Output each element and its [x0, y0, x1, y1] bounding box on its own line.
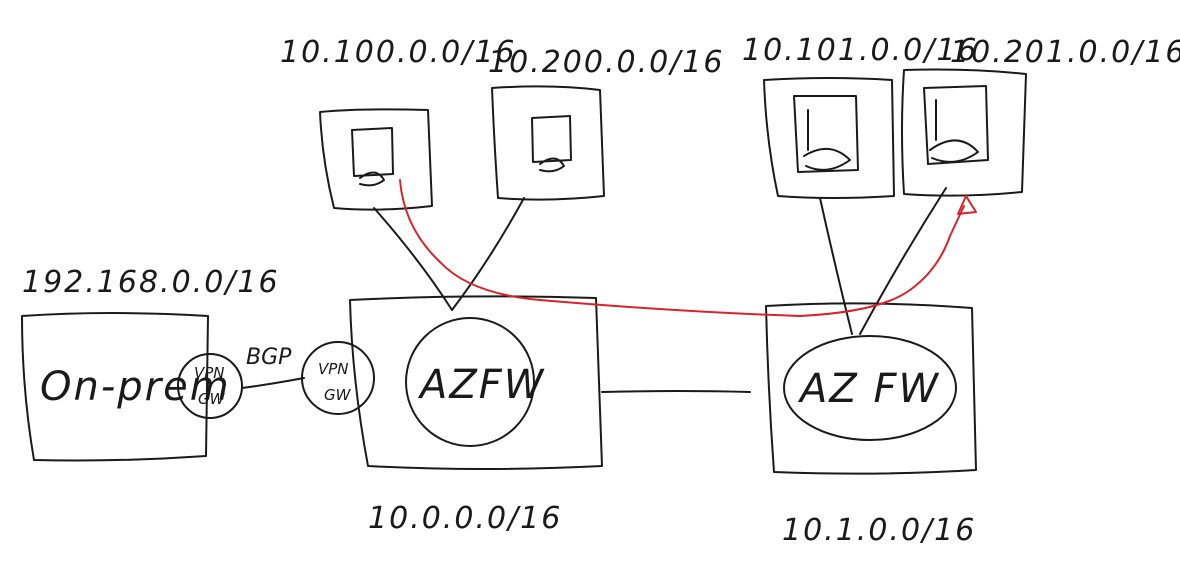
spoke-4-cidr: 10.201.0.0/16 — [950, 35, 1180, 70]
onprem-label: On-prem — [40, 364, 231, 410]
onprem-cidr: 192.168.0.0/16 — [22, 265, 280, 300]
arrow-head-icon — [957, 195, 977, 215]
vpn-gw-label: GW — [324, 386, 352, 404]
spoke-vnet-4 — [901, 68, 1027, 197]
traffic-path — [399, 179, 977, 317]
hub1-cidr: 10.0.0.0/16 — [368, 501, 562, 536]
spoke-2-cidr: 10.200.0.0/16 — [488, 45, 725, 80]
hub1-vpn-gateway: VPN GW — [301, 341, 375, 415]
onprem-vpn-gateway: VPN GW — [177, 353, 243, 419]
vpn-gw-label: GW — [198, 390, 226, 408]
hub2-cidr: 10.1.0.0/16 — [782, 513, 976, 548]
vpn-gw-label: VPN — [318, 360, 349, 378]
vm-icon — [531, 115, 572, 173]
firewall-label: AZ FW — [797, 366, 940, 412]
vpn-gw-label: VPN — [194, 364, 225, 382]
bgp-link — [241, 377, 305, 389]
hub-peering-line — [601, 390, 751, 393]
firewall-label: AZFW — [417, 362, 545, 408]
azure-firewall-1: AZFW — [405, 317, 545, 447]
peering-line — [373, 207, 453, 311]
hub-vnet-2: AZ FW — [765, 302, 977, 475]
peering-line — [819, 197, 853, 335]
spoke-1-cidr: 10.100.0.0/16 — [280, 35, 517, 70]
peering-line — [451, 197, 525, 311]
spoke-vnet-1 — [319, 108, 433, 211]
spoke-vnet-2 — [491, 85, 605, 201]
onprem-network: On-prem VPN GW — [21, 312, 243, 462]
vm-icon — [351, 127, 394, 187]
hub-vnet-1: VPN GW AZFW — [301, 295, 603, 470]
vm-icon — [923, 85, 989, 165]
bgp-label: BGP — [246, 345, 292, 370]
spoke-3-cidr: 10.101.0.0/16 — [742, 33, 979, 68]
spoke-vnet-3 — [763, 77, 895, 199]
vm-icon — [793, 95, 859, 173]
azure-firewall-2: AZ FW — [783, 335, 957, 441]
peering-line — [859, 187, 947, 335]
